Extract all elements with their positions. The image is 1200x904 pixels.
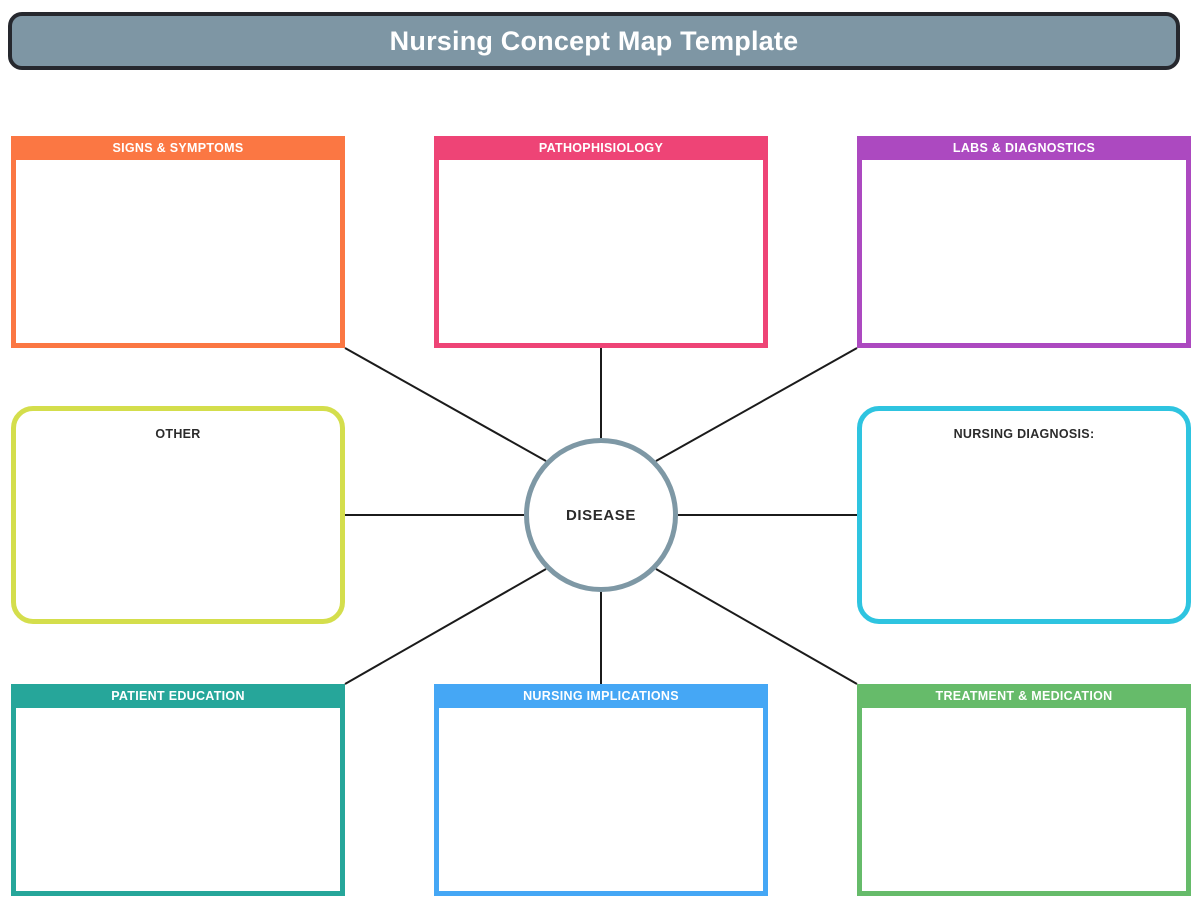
node-content-area-labs-diagnostics[interactable] — [862, 160, 1186, 343]
node-content-area-pathophisiology[interactable] — [439, 160, 763, 343]
node-content-area-signs-symptoms[interactable] — [16, 160, 340, 343]
node-patient-education[interactable]: PATIENT EDUCATION — [11, 684, 345, 896]
node-labs-diagnostics[interactable]: LABS & DIAGNOSTICS — [857, 136, 1191, 348]
node-content-area-patient-education[interactable] — [16, 708, 340, 891]
connector-treatment-medication — [655, 568, 858, 685]
node-label-labs-diagnostics: LABS & DIAGNOSTICS — [857, 136, 1191, 160]
node-label-pathophisiology: PATHOPHISIOLOGY — [434, 136, 768, 160]
node-nursing-implications[interactable]: NURSING IMPLICATIONS — [434, 684, 768, 896]
center-node-disease[interactable]: DISEASE — [524, 438, 678, 592]
node-content-area-treatment-medication[interactable] — [862, 708, 1186, 891]
node-signs-symptoms[interactable]: SIGNS & SYMPTOMS — [11, 136, 345, 348]
page-title-bar: Nursing Concept Map Template — [8, 12, 1180, 70]
node-label-signs-symptoms: SIGNS & SYMPTOMS — [11, 136, 345, 160]
node-label-patient-education: PATIENT EDUCATION — [11, 684, 345, 708]
node-pathophisiology[interactable]: PATHOPHISIOLOGY — [434, 136, 768, 348]
center-node-label: DISEASE — [565, 506, 637, 524]
node-label-treatment-medication: TREATMENT & MEDICATION — [857, 684, 1191, 708]
connector-patient-education — [344, 568, 547, 685]
node-label-other: OTHER — [155, 427, 201, 441]
node-treatment-medication[interactable]: TREATMENT & MEDICATION — [857, 684, 1191, 896]
node-content-area-nursing-implications[interactable] — [439, 708, 763, 891]
connector-signs-symptoms — [344, 347, 547, 462]
node-label-nursing-diagnosis: NURSING DIAGNOSIS: — [953, 427, 1095, 441]
page-title: Nursing Concept Map Template — [389, 25, 799, 56]
node-other[interactable]: OTHER — [11, 406, 345, 624]
node-nursing-diagnosis[interactable]: NURSING DIAGNOSIS: — [857, 406, 1191, 624]
connector-labs-diagnostics — [655, 347, 858, 462]
node-label-nursing-implications: NURSING IMPLICATIONS — [434, 684, 768, 708]
